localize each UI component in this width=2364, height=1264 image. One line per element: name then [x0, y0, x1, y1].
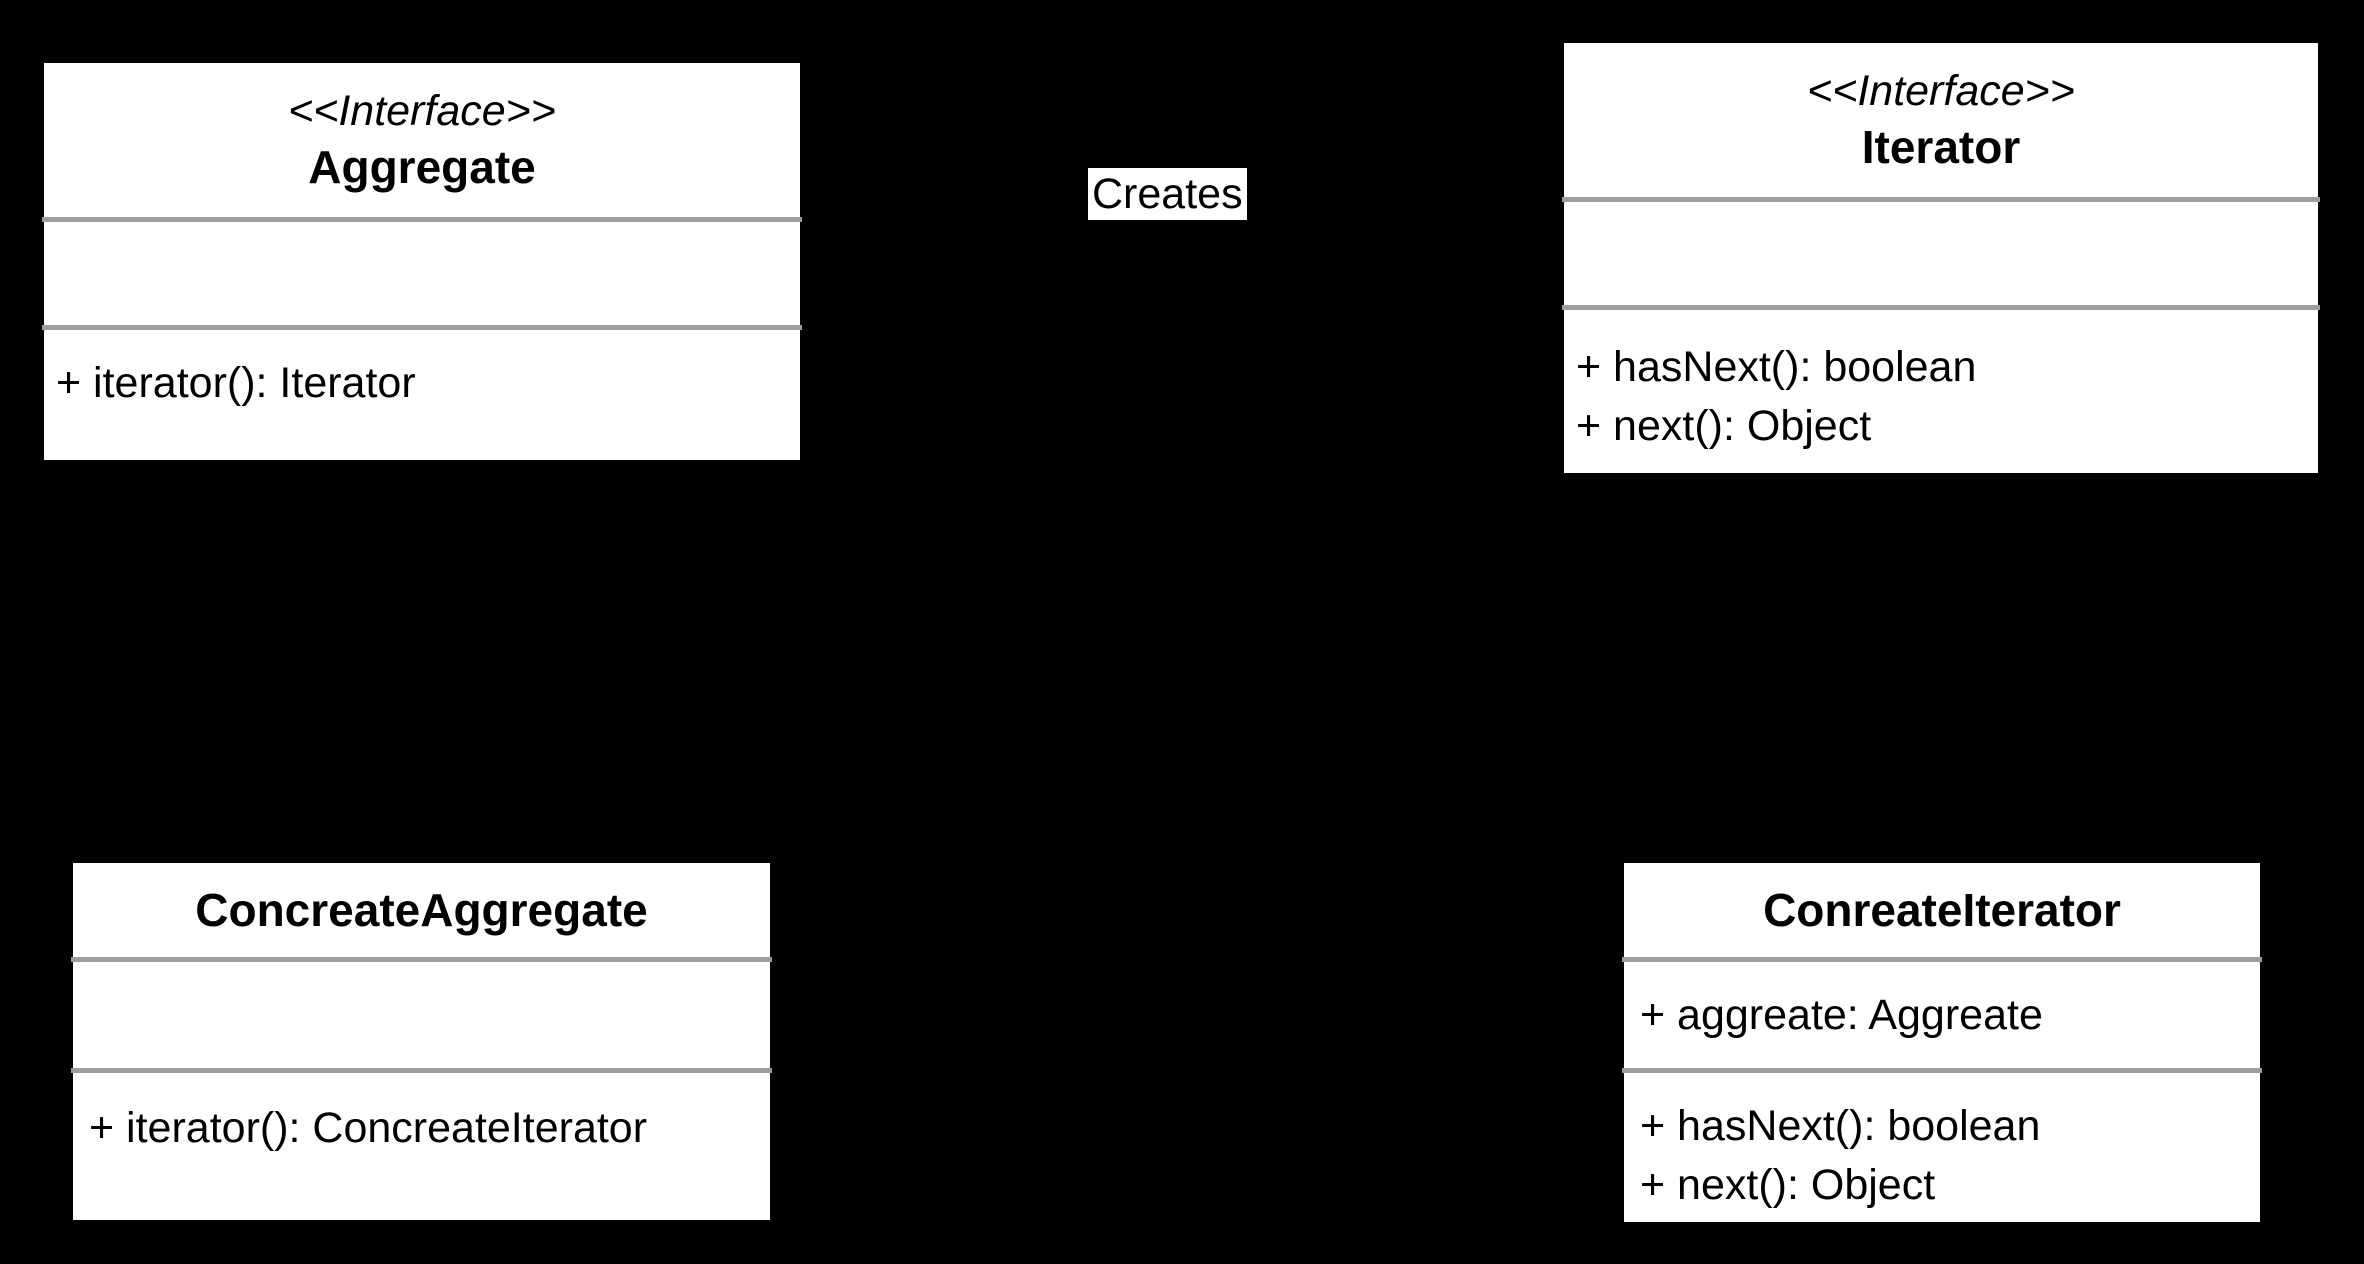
- class-box-conreate-iterator: ConreateIterator + aggreate: Aggreate + …: [1622, 863, 2262, 1222]
- attributes-compartment: + aggreate: Aggreate: [1624, 962, 2260, 1068]
- compartment-divider: [1562, 305, 2320, 310]
- class-title-compartment: <<Interface>> Aggregate: [44, 63, 800, 217]
- compartment-divider: [42, 325, 802, 330]
- compartment-divider: [1622, 957, 2262, 962]
- class-name: Aggregate: [308, 141, 536, 193]
- class-box-concreate-aggregate: ConcreateAggregate + iterator(): Concrea…: [71, 863, 772, 1220]
- compartment-divider: [1562, 197, 2320, 202]
- attribute-item: + aggreate: Aggreate: [1640, 990, 2043, 1039]
- class-stereotype: <<Interface>>: [1807, 67, 2075, 115]
- methods-compartment: + hasNext(): boolean + next(): Object: [1624, 1073, 2260, 1222]
- method-item: + hasNext(): boolean: [1640, 1102, 2041, 1150]
- attributes-compartment: [73, 962, 770, 1068]
- compartment-divider: [71, 1068, 772, 1073]
- method-item: + iterator(): Iterator: [56, 359, 416, 407]
- methods-compartment: + iterator(): ConcreateIterator: [73, 1073, 770, 1220]
- methods-compartment: + iterator(): Iterator: [44, 330, 800, 460]
- compartment-divider: [42, 217, 802, 222]
- compartment-divider: [1622, 1068, 2262, 1073]
- method-item: + next(): Object: [1576, 402, 1872, 450]
- class-name: ConreateIterator: [1763, 883, 2121, 936]
- methods-compartment: + hasNext(): boolean + next(): Object: [1564, 310, 2318, 473]
- attributes-compartment: [44, 222, 800, 325]
- class-stereotype: <<Interface>>: [288, 87, 556, 135]
- method-item: + iterator(): ConcreateIterator: [89, 1104, 648, 1152]
- class-box-aggregate: <<Interface>> Aggregate + iterator(): It…: [42, 63, 802, 460]
- class-box-iterator: <<Interface>> Iterator + hasNext(): bool…: [1562, 43, 2320, 473]
- method-item: + hasNext(): boolean: [1576, 343, 1977, 391]
- class-title-compartment: <<Interface>> Iterator: [1564, 43, 2318, 197]
- class-name: Iterator: [1861, 121, 2021, 173]
- class-name: ConcreateAggregate: [195, 883, 648, 936]
- method-item: + next(): Object: [1640, 1161, 1936, 1209]
- compartment-divider: [71, 957, 772, 962]
- class-title-compartment: ConreateIterator: [1624, 863, 2260, 957]
- class-title-compartment: ConcreateAggregate: [73, 863, 770, 957]
- attributes-compartment: [1564, 202, 2318, 305]
- creates-relationship-label: Creates: [1088, 168, 1247, 220]
